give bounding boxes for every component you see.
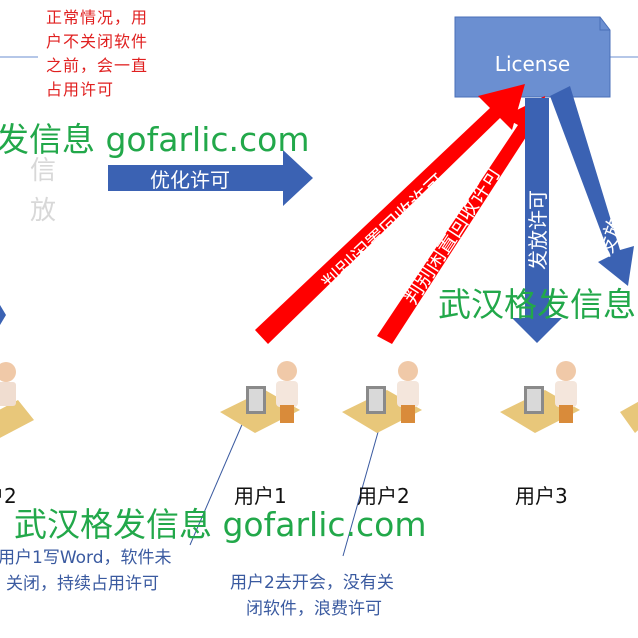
note-line: 用户2去开会，没有关: [230, 573, 394, 593]
reclaim-arrow-2: [377, 96, 545, 344]
watermark-bottom: 武汉格发信息 gofarlic.com: [14, 505, 427, 544]
user-icon-left-partial: [0, 362, 34, 438]
license-label: License: [494, 52, 571, 76]
user1-note: 用户1写Word，软件未 关闭，持续占用许可: [0, 545, 172, 597]
issue-label-1: 发放许可: [526, 190, 550, 270]
license-box: [454, 16, 611, 98]
user-icon-3: [500, 361, 580, 433]
note-line: 占用许可: [46, 80, 115, 99]
license-box-fold: [599, 17, 610, 31]
user-label-3: 用户3: [515, 484, 568, 508]
optimize-arrow: [108, 150, 313, 206]
reclaim-arrow-1: [255, 84, 525, 344]
user-label-partial: 户2: [0, 484, 17, 508]
issue-arrow-1: [512, 98, 562, 343]
ghost-char: 信: [30, 156, 57, 186]
optimize-label: 优化许可: [150, 168, 230, 192]
note-line: 之前，会一直: [46, 56, 149, 75]
partial-arrow-left: [0, 305, 6, 325]
user-icon-right-partial: [620, 401, 638, 433]
user-icon-1: [220, 361, 300, 433]
leader-line-user1: [189, 419, 245, 546]
note-line: 关闭，持续占用许可: [6, 574, 159, 594]
user-label-2: 用户2: [357, 484, 410, 508]
note-line: 闭软件，浪费许可: [246, 599, 382, 619]
normal-case-note: 正常情况，用 户不关闭软件 之前，会一直 占用许可: [46, 6, 148, 102]
user2-note: 用户2去开会，没有关 闭软件，浪费许可: [230, 570, 394, 622]
ghost-char: 放: [30, 196, 57, 226]
user-label-1: 用户1: [234, 484, 287, 508]
watermark-top: 发信息 gofarlic.com: [0, 120, 310, 159]
leader-line-user2: [342, 417, 383, 557]
user-icon-2: [342, 361, 422, 433]
note-line: 用户1写Word，软件未: [0, 548, 172, 568]
issue-arrow-2: [550, 86, 634, 286]
note-line: 户不关闭软件: [46, 32, 149, 51]
watermark-right: 武汉格发信息: [438, 285, 636, 324]
note-line: 正常情况，用: [46, 8, 149, 27]
